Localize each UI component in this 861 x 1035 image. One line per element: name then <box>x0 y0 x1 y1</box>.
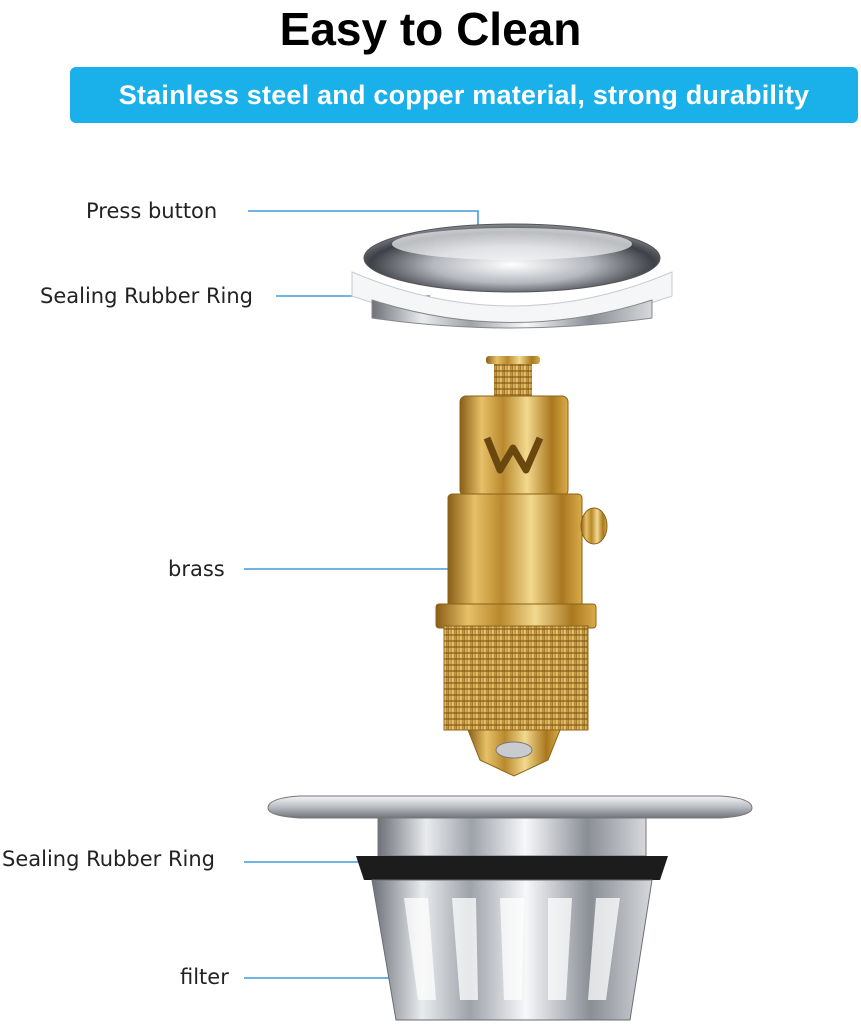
label-sealing-ring-bottom: Sealing Rubber Ring <box>2 847 216 871</box>
label-brass: brass <box>168 557 225 581</box>
brass-core <box>435 356 608 777</box>
label-filter: filter <box>180 965 229 989</box>
sealing-ring-white <box>351 271 673 329</box>
press-button-cap <box>363 223 661 293</box>
subtitle-text: Stainless steel and copper material, str… <box>118 79 810 110</box>
page-title: Easy to Clean <box>279 3 582 55</box>
label-press-button: Press button <box>86 199 218 223</box>
subtitle-banner: Stainless steel and copper material, str… <box>70 67 858 123</box>
filter-basket <box>404 898 620 1000</box>
label-sealing-ring-top: Sealing Rubber Ring <box>40 284 254 308</box>
